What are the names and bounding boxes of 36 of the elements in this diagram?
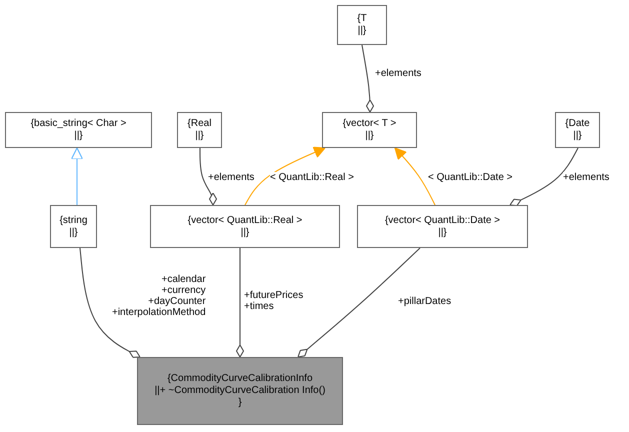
class-text: ||+ ~CommodityCurveCalibration Info() (154, 385, 326, 397)
class-text: {Real (188, 118, 212, 130)
class-text: ||} (358, 25, 366, 37)
edge-label: +elements (208, 172, 254, 183)
class-text: {vector< QuantLib::Date > (384, 214, 500, 226)
class-box (137, 357, 343, 425)
edge-label: < QuantLib::Date > (428, 172, 513, 183)
edge-label: +pillarDates (398, 296, 452, 307)
edge-label: +elements (563, 172, 610, 183)
class-text: ||} (438, 226, 447, 238)
class-text: ||} (74, 130, 83, 142)
edge-label: < QuantLib::Real > (270, 172, 354, 183)
class-text: {string (60, 214, 88, 226)
class-text: {Date (565, 118, 590, 130)
edge-label: +calendar +currency +dayCounter +interpolationMethod (112, 274, 206, 318)
class-text: {T (357, 13, 367, 25)
class-box (150, 205, 340, 248)
edge-label: +elements (375, 68, 422, 79)
class-box (50, 205, 97, 248)
class-text: ||} (365, 130, 374, 142)
class-box (555, 112, 600, 148)
class-text: {CommodityCurveCalibrationInfo (167, 373, 313, 385)
class-box (177, 112, 222, 148)
class-text: {basic_string< Char > (30, 118, 126, 130)
class-text: ||} (69, 226, 78, 238)
class-text: } (238, 397, 242, 409)
edge-label: +futurePrices +times (244, 290, 304, 312)
class-text: ||} (240, 226, 250, 238)
class-box (357, 205, 528, 248)
class-text: {vector< QuantLib::Real > (188, 214, 302, 226)
class-text: ||} (195, 130, 204, 142)
class-box (322, 112, 417, 148)
class-box (337, 5, 387, 45)
class-box (5, 112, 152, 148)
class-text: ||} (573, 130, 582, 142)
class-text: {vector< T > (342, 118, 396, 130)
